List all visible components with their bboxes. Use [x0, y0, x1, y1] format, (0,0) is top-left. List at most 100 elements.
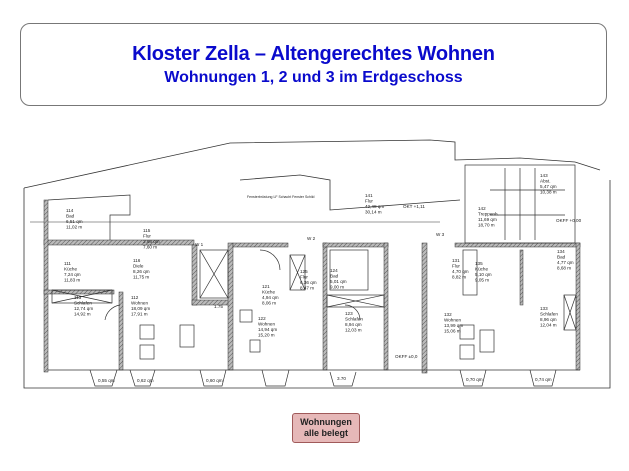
status-badge-line2: alle belegt — [303, 428, 348, 438]
room-area: 6,51 qm — [66, 219, 83, 224]
room-area: 7,24 qm — [64, 272, 81, 277]
room-no: 135 — [475, 261, 483, 266]
room-perimeter: 7,60 m — [143, 245, 157, 250]
room-area: 13,99 qm — [444, 323, 463, 328]
level-mark: OKFF +0,00 — [556, 218, 582, 223]
room-name: Küche — [262, 290, 275, 295]
room-name: Wohnen — [131, 301, 148, 306]
level-mark: OKFF ±0,0 — [395, 354, 418, 359]
room-area: 5,47 qm — [540, 184, 557, 189]
room-perimeter: 12,04 m — [540, 323, 557, 328]
room-no: 115 — [143, 228, 151, 233]
room-area: 4,70 qm — [452, 269, 469, 274]
room-no: 112 — [131, 295, 139, 300]
room-name: Küche — [475, 267, 488, 272]
inner-walls — [47, 164, 580, 371]
room-no: 114 — [66, 208, 74, 213]
room-area: 4,94 qm — [262, 295, 279, 300]
dimension: 0,62 qm — [137, 378, 154, 383]
room-name: Schlafen — [74, 301, 92, 306]
status-badge-line1: Wohnungen — [300, 417, 352, 427]
outer-outline — [23, 139, 611, 389]
window-bays — [89, 369, 557, 387]
room-name: Schlafen — [540, 312, 558, 317]
room-name: Treppenh. — [478, 212, 499, 217]
room-perimeter: 17,91 m — [131, 312, 148, 317]
room-no: 122 — [258, 316, 266, 321]
dimension: 1.75 — [214, 304, 223, 309]
room-name: Schlafen — [345, 317, 363, 322]
room-perimeter: 8,47 m — [300, 286, 314, 291]
room-name: Flur — [143, 234, 151, 239]
room-no: 116 — [133, 258, 141, 263]
room-area: 5,01 qm — [330, 279, 347, 284]
room-name: Bad — [330, 274, 339, 279]
dimension: 0,55 qm — [98, 378, 115, 383]
room-no: 125 — [300, 269, 308, 274]
room-no: 142 — [478, 206, 486, 211]
unit-label-w1: W 1 — [195, 242, 204, 247]
room-perimeter: 8,68 m — [557, 266, 571, 271]
room-area: 8,94 qm — [345, 322, 362, 327]
room-perimeter: 9,05 m — [475, 278, 489, 283]
room-perimeter: 30,14 m — [365, 210, 382, 215]
room-no: 113 — [74, 295, 82, 300]
room-area: 8,26 qm — [133, 269, 150, 274]
unit-label-w2: W 2 — [307, 236, 316, 241]
room-perimeter: 11,75 m — [133, 275, 149, 280]
room-name: Bad — [66, 214, 75, 219]
room-name: Wohnen — [444, 318, 461, 323]
room-no: 131 — [452, 258, 460, 263]
room-name: Flur — [452, 264, 460, 269]
room-area: 6,36 qm — [300, 280, 317, 285]
dimension: 0,60 qm — [206, 378, 223, 383]
note: Fensterbrüstung LF Schacht Fenster Schil… — [247, 195, 315, 199]
room-name: Wohnen — [258, 322, 275, 327]
room-no: 134 — [557, 249, 565, 254]
room-perimeter: 9,00 m — [330, 285, 344, 290]
room-no: 124 — [330, 268, 338, 273]
slide-subtitle: Wohnungen 1, 2 und 3 im Erdgeschoss — [164, 69, 463, 86]
room-perimeter: 11,02 m — [66, 225, 82, 230]
room-area: 12,74 qm — [74, 306, 93, 311]
room-no: 132 — [444, 312, 452, 317]
room-perimeter: 14,92 m — [74, 312, 91, 317]
room-area: 5,10 qm — [475, 272, 492, 277]
room-no: 133 — [540, 306, 548, 311]
status-badge: Wohnungen alle belegt — [292, 413, 360, 443]
room-no: 111 — [64, 261, 71, 266]
room-area: 11,69 qm — [478, 217, 497, 222]
room-no: 123 — [345, 311, 353, 316]
room-no: 141 — [365, 193, 373, 198]
room-name: Bad — [557, 255, 566, 260]
room-name: Abst. — [540, 179, 550, 184]
room-perimeter: 18,70 m — [478, 223, 495, 228]
room-area: 2,88 qm — [143, 239, 160, 244]
room-area: 42,48 qm — [365, 204, 384, 209]
dimension: 0,70 qm — [466, 377, 483, 382]
room-name: Flur — [300, 275, 308, 280]
dimension: 0,74 qm — [535, 377, 552, 382]
level-mark: OKT +1,11 — [403, 204, 425, 209]
room-area: 14,94 qm — [258, 327, 277, 332]
title-box: Kloster Zella – Altengerechtes Wohnen Wo… — [20, 23, 607, 106]
room-perimeter: 12,03 m — [345, 328, 362, 333]
